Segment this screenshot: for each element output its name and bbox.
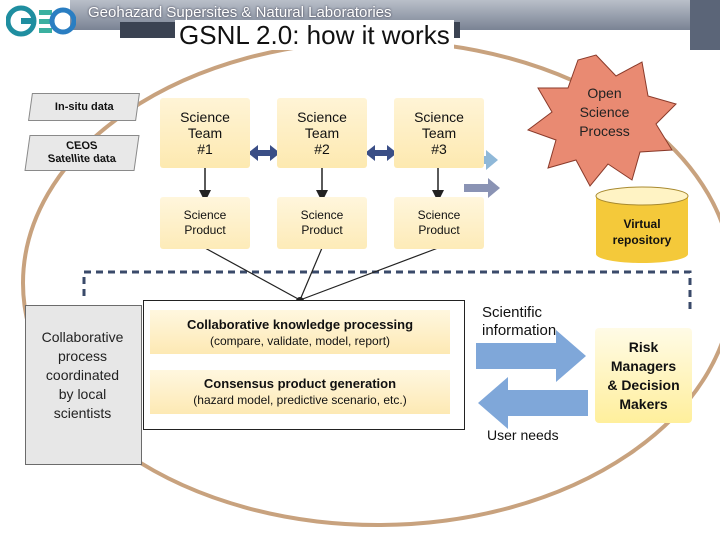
product3-line <box>299 247 439 301</box>
team2-team3-double-arrow <box>365 145 397 161</box>
risk-managers-box <box>595 328 692 423</box>
collab-line4: by local <box>58 386 107 402</box>
user-needs-arrow <box>478 377 588 429</box>
product-line2: Product <box>301 223 343 237</box>
team-line1: Science <box>414 109 464 125</box>
main-title: GSNL 2.0: how it works <box>175 20 454 50</box>
science-product-2: Science Product <box>277 197 367 249</box>
team-line2: Team <box>421 125 457 141</box>
team-line3: #1 <box>197 141 213 157</box>
science-team-1: Science Team #1 <box>160 98 250 168</box>
team-line2: Team <box>304 125 340 141</box>
ceos-line1: CEOS <box>65 140 99 152</box>
consensus-title: Consensus product generation <box>203 376 397 391</box>
sci-info-line1: Scientific <box>482 304 543 321</box>
open-science-starburst <box>526 54 677 187</box>
team-line1: Science <box>180 109 230 125</box>
collab-line2: process <box>57 348 108 364</box>
product1-line <box>204 247 301 301</box>
ceos-satellite-card: CEOS Satellite data <box>24 135 140 171</box>
knowledge-subtitle: (compare, validate, model, report) <box>209 334 391 348</box>
repository-label: Virtual repository <box>598 216 686 248</box>
collab-line3: coordinated <box>45 367 120 383</box>
scientific-info-arrow <box>476 330 586 382</box>
knowledge-processing-box: Collaborative knowledge processing (comp… <box>150 310 450 354</box>
risk-line1: Risk <box>628 339 659 355</box>
product-line2: Product <box>418 223 460 237</box>
team-line3: #3 <box>431 141 447 157</box>
open-line2: Science <box>579 104 630 120</box>
consensus-subtitle: (hazard model, predictive scenario, etc.… <box>193 393 407 407</box>
product2-line <box>299 247 323 301</box>
repo-line2: repository <box>612 233 672 247</box>
dashed-connector <box>82 270 692 312</box>
collaborative-process-box <box>25 305 142 465</box>
team-line3: #2 <box>314 141 330 157</box>
header-bar-end <box>690 0 720 50</box>
geo-logo: GEO <box>6 5 76 38</box>
team1-team2-double-arrow <box>248 145 280 161</box>
repository-cylinder <box>595 186 689 263</box>
risk-managers-label: Risk Managers & Decision Makers <box>595 338 692 414</box>
ceos-label: CEOS Satellite data <box>47 140 117 166</box>
product-line1: Science <box>417 208 461 222</box>
repo-line1: Virtual <box>623 217 661 231</box>
team-line2: Team <box>187 125 223 141</box>
science-product-1: Science Product <box>160 197 250 249</box>
science-team-3: Science Team #3 <box>394 98 484 168</box>
science-product-3: Science Product <box>394 197 484 249</box>
open-line3: Process <box>579 123 630 139</box>
org-title: Geohazard Supersites & Natural Laborator… <box>88 4 392 21</box>
sci-info-line2: information <box>482 322 557 339</box>
open-science-label: Open Science Process <box>562 84 647 141</box>
ceos-line2: Satellite data <box>47 153 117 165</box>
collab-line1: Collaborative <box>41 329 124 345</box>
knowledge-title: Collaborative knowledge processing <box>186 317 414 332</box>
science-team-2: Science Team #2 <box>277 98 367 168</box>
product-line2: Product <box>184 223 226 237</box>
user-needs-label: User needs <box>487 427 559 443</box>
team-line1: Science <box>297 109 347 125</box>
team3-to-open-arrow <box>474 150 498 170</box>
in-situ-label: In-situ data <box>54 100 114 113</box>
risk-line4: Makers <box>619 396 668 412</box>
team3-to-repo-arrow <box>464 178 500 198</box>
product-line1: Science <box>300 208 344 222</box>
consensus-generation-box: Consensus product generation (hazard mod… <box>150 370 450 414</box>
risk-line3: & Decision <box>607 377 680 393</box>
scientific-information-label: Scientific information <box>482 304 556 340</box>
in-situ-data-card: In-situ data <box>28 93 140 121</box>
collaborative-process-label: Collaborative process coordinated by loc… <box>25 328 140 423</box>
open-line1: Open <box>587 85 622 101</box>
product-line1: Science <box>183 208 227 222</box>
logo-text: GEO <box>41 36 43 38</box>
collab-line5: scientists <box>53 405 112 421</box>
risk-line2: Managers <box>610 358 677 374</box>
